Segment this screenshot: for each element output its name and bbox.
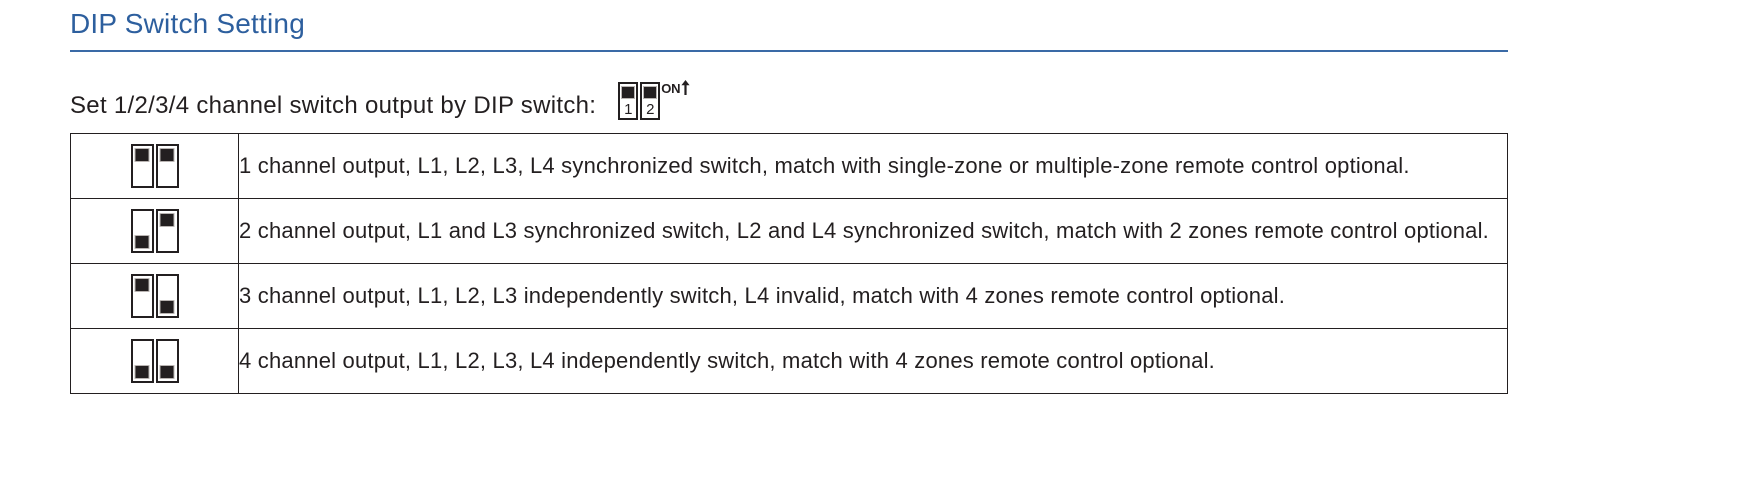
dip-switch-settings-table: 1 channel output, L1, L2, L3, L4 synchro… xyxy=(70,133,1508,394)
switch-cell-inner xyxy=(71,264,238,328)
dip-toggle-icon xyxy=(159,148,175,162)
description-cell: 3 channel output, L1, L2, L3 independent… xyxy=(238,263,1508,329)
dip-toggle-icon xyxy=(159,213,175,227)
switch-state-cell xyxy=(70,328,239,394)
dip-on-label-group: ON xyxy=(661,80,690,97)
dip-position-2 xyxy=(155,144,179,188)
dip-toggle-icon xyxy=(621,86,636,99)
table-body: 1 channel output, L1, L2, L3, L4 synchro… xyxy=(70,133,1508,394)
switch-cell-inner xyxy=(71,199,238,263)
dip-position-2 xyxy=(155,209,179,253)
switch-cell-inner xyxy=(71,329,238,393)
table-row: 1 channel output, L1, L2, L3, L4 synchro… xyxy=(70,133,1508,199)
dip-position-1 xyxy=(130,274,154,318)
dip-toggle-icon xyxy=(134,235,150,249)
heading-divider xyxy=(70,50,1508,52)
dip-toggle-icon xyxy=(134,148,150,162)
switch-state-cell xyxy=(70,263,239,329)
dip-switch-icon xyxy=(130,339,179,383)
dip-position-1 xyxy=(130,209,154,253)
dip-position-2: 2 xyxy=(640,82,661,120)
dip-toggle-icon xyxy=(134,278,150,292)
table-row: 3 channel output, L1, L2, L3 independent… xyxy=(70,263,1508,329)
switch-cell-inner xyxy=(71,134,238,198)
dip-position-label: 1 xyxy=(624,101,633,118)
dip-switch-icon xyxy=(130,209,179,253)
dip-position-2 xyxy=(155,274,179,318)
switch-state-cell xyxy=(70,198,239,264)
switch-state-cell xyxy=(70,133,239,199)
dip-switch-icon xyxy=(130,274,179,318)
dip-position-1 xyxy=(130,144,154,188)
table-row: 4 channel output, L1, L2, L3, L4 indepen… xyxy=(70,328,1508,394)
dip-toggle-icon xyxy=(643,86,658,99)
intro-row: Set 1/2/3/4 channel switch output by DIP… xyxy=(70,76,690,120)
description-cell: 1 channel output, L1, L2, L3, L4 synchro… xyxy=(238,133,1508,199)
table-row: 2 channel output, L1 and L3 synchronized… xyxy=(70,198,1508,264)
intro-text: Set 1/2/3/4 channel switch output by DIP… xyxy=(70,92,597,119)
intro-switch-wrap: 1 2 ON xyxy=(618,80,690,120)
dip-switch-icon: 1 2 xyxy=(618,82,661,120)
dip-toggle-icon xyxy=(159,300,175,314)
description-cell: 4 channel output, L1, L2, L3, L4 indepen… xyxy=(238,328,1508,394)
dip-position-label: 2 xyxy=(646,101,655,118)
dip-toggle-icon xyxy=(159,365,175,379)
dip-switch-icon xyxy=(130,144,179,188)
dip-position-1 xyxy=(130,339,154,383)
page-title: DIP Switch Setting xyxy=(70,8,305,39)
dip-toggle-icon xyxy=(134,365,150,379)
up-arrow-icon xyxy=(681,80,690,95)
description-cell: 2 channel output, L1 and L3 synchronized… xyxy=(238,198,1508,264)
on-text: ON xyxy=(661,81,681,96)
dip-position-1: 1 xyxy=(618,82,639,120)
dip-position-2 xyxy=(155,339,179,383)
